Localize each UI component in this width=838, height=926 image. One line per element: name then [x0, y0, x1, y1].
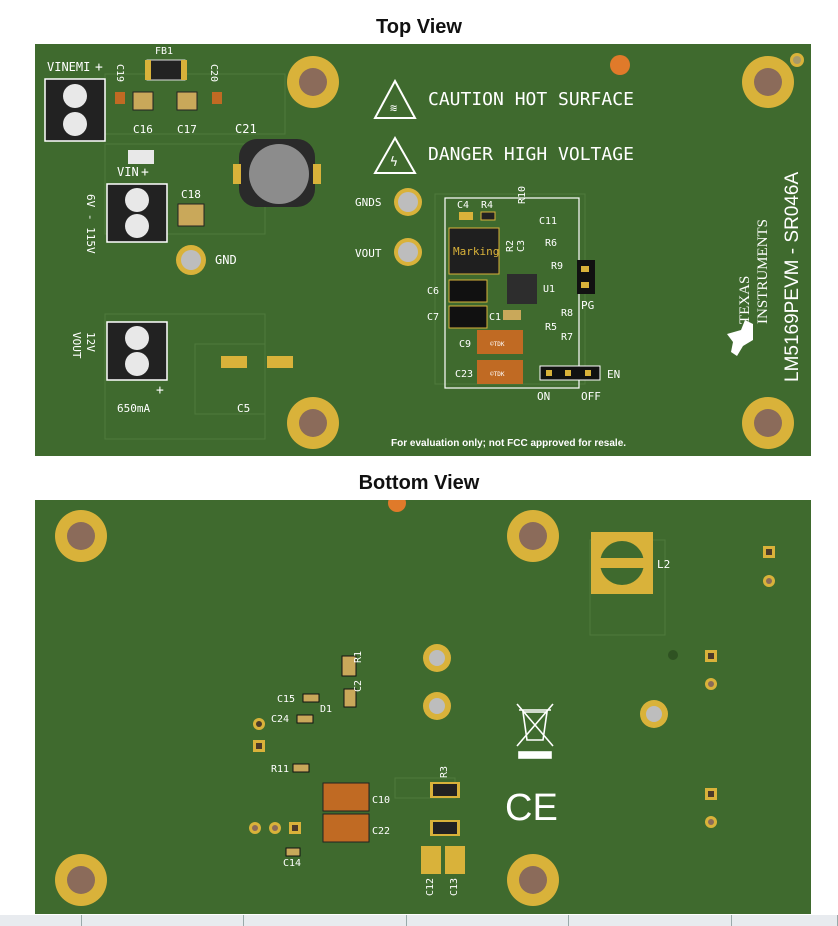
vinemi-label: VINEMI	[47, 60, 90, 74]
marking-inductor	[448, 227, 500, 275]
pg-label: PG	[581, 299, 594, 312]
vout-plus: +	[156, 383, 164, 398]
d1-label: D1	[320, 704, 332, 715]
vout-12v-label: 12V	[84, 332, 97, 352]
c23-tdk: ©TDK	[490, 371, 505, 378]
mounting-hole	[507, 510, 559, 562]
c14-label: C14	[283, 858, 301, 869]
c4-label: C4	[457, 200, 469, 211]
footer-note: For evaluation only; not FCC approved fo…	[391, 438, 626, 449]
vin-range-label: 6V - 115V	[84, 194, 97, 254]
c15-label: C15	[277, 694, 295, 705]
mounting-hole	[742, 397, 794, 449]
u1-chip	[507, 274, 537, 304]
marking-label: Marking	[453, 245, 499, 258]
brand-line2: INSTRUMENTS	[755, 219, 771, 324]
hot-surface-icon	[373, 78, 417, 119]
caution-text: CAUTION HOT SURFACE	[428, 89, 634, 110]
c7-label: C7	[427, 312, 439, 323]
vinemi-plus: +	[95, 60, 103, 75]
mounting-hole	[742, 56, 794, 108]
danger-text: DANGER HIGH VOLTAGE	[428, 144, 634, 165]
c21-label: C21	[235, 122, 257, 136]
c22-capacitor	[322, 813, 370, 843]
r7-label: R7	[561, 332, 573, 343]
taskbar-tab[interactable]	[244, 915, 407, 926]
c23-label: C23	[455, 369, 473, 380]
r8-label: R8	[561, 308, 573, 319]
c16-label: C16	[133, 123, 153, 136]
r4-label: R4	[481, 200, 493, 211]
taskbar-tab[interactable]	[0, 915, 82, 926]
gnd-label: GND	[215, 253, 237, 267]
taskbar-tab[interactable]	[406, 915, 570, 926]
c3-label: C3	[516, 240, 527, 252]
gnds-label: GNDS	[355, 196, 382, 209]
r5-label: R5	[545, 322, 557, 333]
c9-tdk: ©TDK	[490, 341, 505, 348]
c2-label: C2	[353, 680, 364, 692]
mounting-hole	[507, 854, 559, 906]
vout-tp-label: VOUT	[355, 247, 382, 260]
c5-label: C5	[237, 402, 250, 415]
taskbar-tab[interactable]	[731, 915, 838, 926]
svg-text:ϟ: ϟ	[390, 155, 398, 170]
bottom-board: L2 R1 C15 C2 D1 C24 R11 C10 C22 C14	[35, 494, 811, 914]
brand-line1: TEXAS	[737, 276, 753, 324]
c22-label: C22	[372, 826, 390, 837]
ce-mark: CE	[505, 787, 558, 829]
taskbar	[0, 915, 838, 926]
fb1-label: FB1	[155, 46, 173, 57]
c23-capacitor	[477, 360, 523, 384]
fb1-component	[146, 59, 186, 81]
off-label: OFF	[581, 390, 601, 403]
r1-label: R1	[353, 651, 364, 663]
vout-side-label: VOUT	[70, 332, 83, 359]
taskbar-tab[interactable]	[569, 915, 732, 926]
u1-label: U1	[543, 284, 555, 295]
c11-label: C11	[539, 216, 557, 227]
r3-label: R3	[439, 766, 450, 778]
c6-label: C6	[427, 286, 439, 297]
c20-label: C20	[208, 64, 219, 82]
mounting-hole	[55, 854, 107, 906]
vin-jumper	[128, 150, 154, 164]
en-label: EN	[607, 368, 620, 381]
c24-label: C24	[271, 714, 289, 725]
vin-label: VIN	[117, 165, 139, 179]
r2-label: R2	[505, 240, 516, 252]
mounting-hole	[55, 510, 107, 562]
r11-label: R11	[271, 764, 289, 775]
svg-text:≋: ≋	[390, 101, 397, 115]
l2-label: L2	[657, 558, 670, 571]
board-name: LM5169PEVM - SR046A	[782, 172, 803, 382]
c10-label: C10	[372, 795, 390, 806]
ti-logo-icon	[727, 320, 753, 356]
c12-label: C12	[425, 878, 436, 896]
on-label: ON	[537, 390, 550, 403]
pg-header	[577, 260, 595, 294]
r10-label: R10	[517, 186, 528, 204]
c9-label: C9	[459, 339, 471, 350]
top-board: VINEMI + FB1 C19 C20 C16 C17 C21 VIN + 6…	[35, 44, 811, 456]
r9-label: R9	[551, 261, 563, 272]
top-view-title: Top View	[376, 16, 462, 38]
high-voltage-icon	[373, 135, 417, 174]
c10-capacitor	[322, 782, 370, 812]
weee-bin-icon	[516, 703, 554, 759]
r6-label: R6	[545, 238, 557, 249]
vin-plus: +	[141, 165, 149, 180]
c19-label: C19	[114, 64, 125, 82]
mounting-hole	[287, 56, 339, 108]
c17-label: C17	[177, 123, 197, 136]
orange-dot	[610, 55, 630, 75]
c18-label: C18	[181, 188, 201, 201]
bottom-view-title: Bottom View	[358, 472, 480, 494]
c1-label: C1	[489, 312, 501, 323]
c9-capacitor	[477, 330, 523, 354]
taskbar-tab[interactable]	[81, 915, 245, 926]
mounting-hole	[287, 397, 339, 449]
c13-label: C13	[449, 878, 460, 896]
current-label: 650mA	[117, 402, 150, 415]
